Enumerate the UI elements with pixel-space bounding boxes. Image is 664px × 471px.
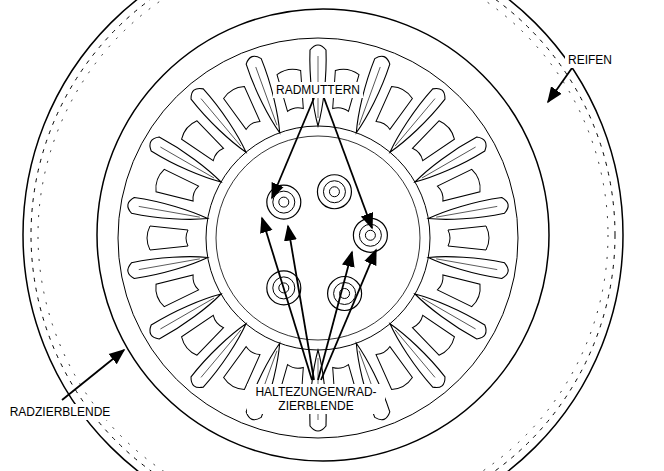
hubcap-window <box>448 226 489 250</box>
part-label: HALTEZUNGEN/RAD- ZIERBLENDE <box>247 384 385 414</box>
hubcap-fin <box>384 319 449 392</box>
hubcap-fin <box>411 134 489 189</box>
hubcap-window <box>153 271 200 308</box>
hubcap-window <box>436 271 483 308</box>
lug-nut <box>267 185 301 219</box>
hubcap-fin <box>147 287 225 342</box>
hubcap-window <box>153 168 200 205</box>
hubcap-fin <box>127 196 210 226</box>
part-label: RADZIERBLENDE <box>7 404 114 420</box>
hubcap-fin <box>427 249 510 279</box>
hubcap-window <box>436 168 483 205</box>
tire <box>23 0 623 471</box>
leader-lines <box>62 68 572 400</box>
hubcap <box>97 9 549 461</box>
hubcap-fin <box>427 196 510 226</box>
hubcap-fin <box>188 85 253 158</box>
part-label: RADMUTTERN <box>273 82 363 98</box>
lug-nut <box>317 175 351 209</box>
hubcap-fin <box>127 249 210 279</box>
hubcap-window <box>147 226 188 250</box>
part-label: REIFEN <box>565 52 615 68</box>
